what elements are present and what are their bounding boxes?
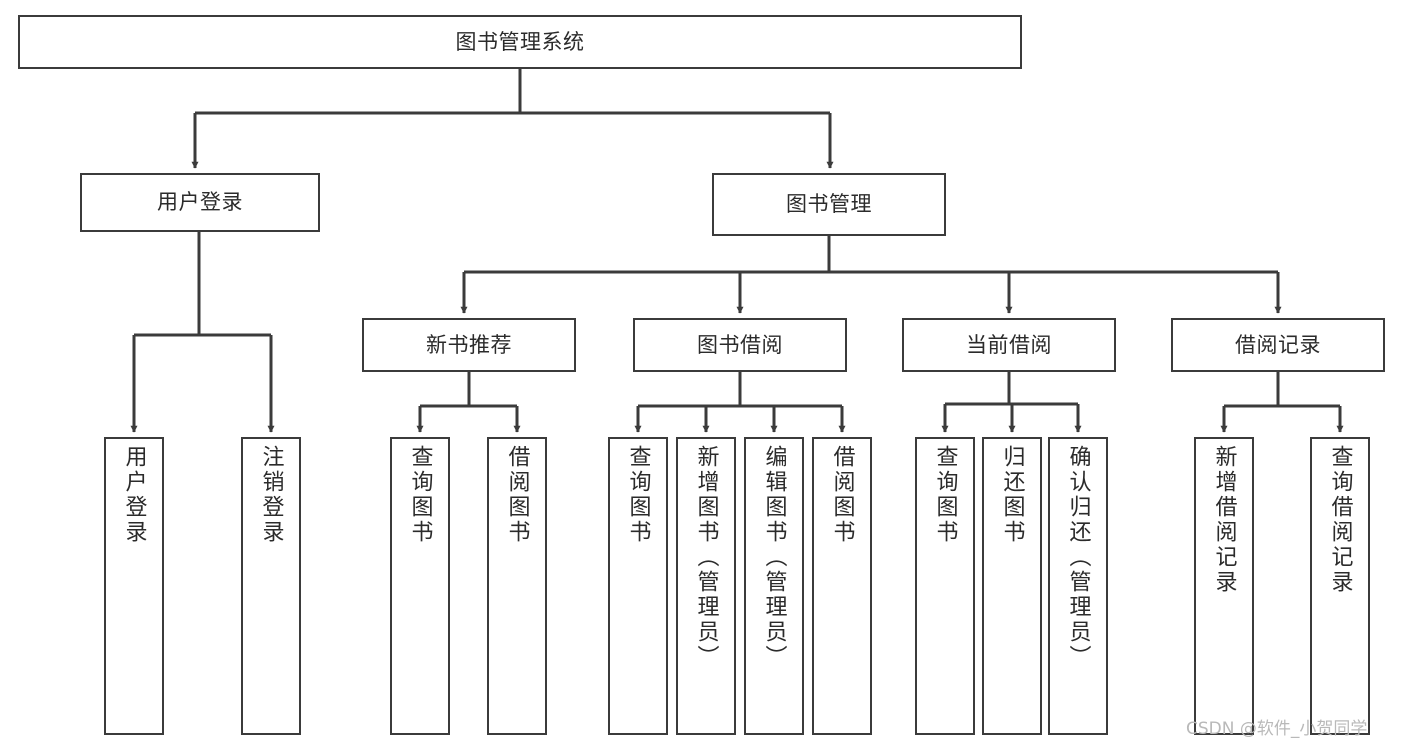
node-leaf-confirm-return-label: 确认归还（管理员） bbox=[1065, 445, 1091, 670]
node-new-book-recommend[interactable]: 新书推荐 bbox=[362, 318, 576, 372]
node-current-borrow-label: 当前借阅 bbox=[966, 332, 1052, 357]
node-book-borrow-label: 图书借阅 bbox=[697, 332, 783, 357]
node-leaf-query-book-3[interactable]: 查询图书 bbox=[915, 437, 975, 735]
node-leaf-query-book-3-label: 查询图书 bbox=[932, 445, 958, 545]
node-leaf-user-logout-label: 注销登录 bbox=[258, 445, 284, 545]
node-borrow-record-label: 借阅记录 bbox=[1235, 332, 1321, 357]
node-leaf-return-book[interactable]: 归还图书 bbox=[982, 437, 1042, 735]
watermark: CSDN @软件_小贺同学 bbox=[1186, 719, 1368, 739]
node-new-book-recommend-label: 新书推荐 bbox=[426, 332, 512, 357]
node-leaf-add-book[interactable]: 新增图书（管理员） bbox=[676, 437, 736, 735]
node-leaf-query-record[interactable]: 查询借阅记录 bbox=[1310, 437, 1370, 735]
node-leaf-borrow-book-1[interactable]: 借阅图书 bbox=[487, 437, 547, 735]
node-leaf-return-book-label: 归还图书 bbox=[999, 445, 1025, 545]
node-leaf-add-record[interactable]: 新增借阅记录 bbox=[1194, 437, 1254, 735]
node-leaf-query-book-1-label: 查询图书 bbox=[407, 445, 433, 545]
node-user-login-label: 用户登录 bbox=[157, 190, 243, 215]
node-book-management-label: 图书管理 bbox=[786, 192, 872, 217]
node-book-borrow[interactable]: 图书借阅 bbox=[633, 318, 847, 372]
node-borrow-record[interactable]: 借阅记录 bbox=[1171, 318, 1385, 372]
node-root[interactable]: 图书管理系统 bbox=[18, 15, 1022, 69]
node-leaf-borrow-book-2[interactable]: 借阅图书 bbox=[812, 437, 872, 735]
node-leaf-query-book-2-label: 查询图书 bbox=[625, 445, 651, 545]
node-leaf-add-record-label: 新增借阅记录 bbox=[1211, 445, 1237, 595]
node-leaf-borrow-book-1-label: 借阅图书 bbox=[504, 445, 530, 545]
node-book-management[interactable]: 图书管理 bbox=[712, 173, 946, 236]
node-leaf-query-record-label: 查询借阅记录 bbox=[1327, 445, 1353, 595]
node-leaf-user-logout[interactable]: 注销登录 bbox=[241, 437, 301, 735]
node-leaf-borrow-book-2-label: 借阅图书 bbox=[829, 445, 855, 545]
node-leaf-query-book-2[interactable]: 查询图书 bbox=[608, 437, 668, 735]
node-leaf-query-book-1[interactable]: 查询图书 bbox=[390, 437, 450, 735]
node-leaf-user-login[interactable]: 用户登录 bbox=[104, 437, 164, 735]
node-current-borrow[interactable]: 当前借阅 bbox=[902, 318, 1116, 372]
node-user-login[interactable]: 用户登录 bbox=[80, 173, 320, 232]
node-leaf-edit-book[interactable]: 编辑图书（管理员） bbox=[744, 437, 804, 735]
node-leaf-user-login-label: 用户登录 bbox=[121, 445, 147, 545]
node-root-label: 图书管理系统 bbox=[455, 29, 585, 54]
node-leaf-confirm-return[interactable]: 确认归还（管理员） bbox=[1048, 437, 1108, 735]
node-leaf-add-book-label: 新增图书（管理员） bbox=[693, 445, 719, 670]
node-leaf-edit-book-label: 编辑图书（管理员） bbox=[761, 445, 787, 670]
